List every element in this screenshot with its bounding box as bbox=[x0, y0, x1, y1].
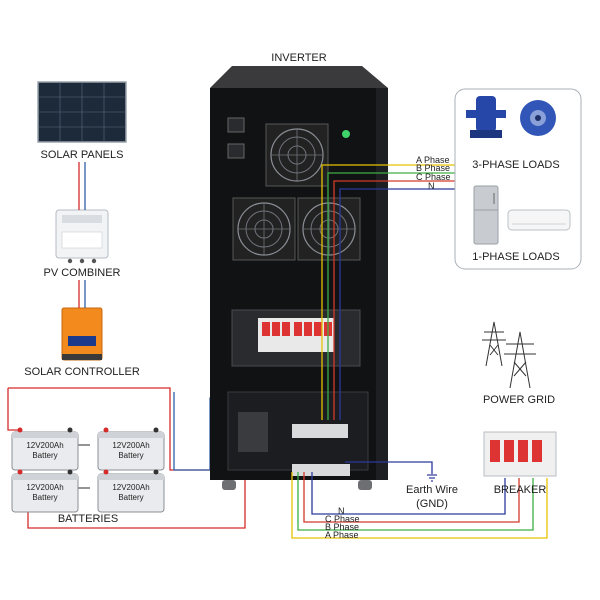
inverter-cabinet bbox=[210, 66, 388, 490]
pump-icon bbox=[466, 96, 506, 138]
battery-2 bbox=[97, 427, 165, 471]
battery-3 bbox=[11, 469, 79, 513]
battery-bank bbox=[11, 427, 165, 513]
in-c-phase-label: C Phase bbox=[325, 514, 360, 524]
grid-breaker-image bbox=[483, 431, 557, 477]
ac-input-wires bbox=[291, 461, 548, 539]
breaker-panel bbox=[231, 309, 361, 367]
in-b-phase-label: B Phase bbox=[325, 522, 360, 532]
one-phase-loads-label: 1-PHASE LOADS bbox=[472, 251, 560, 263]
battery-4 bbox=[97, 469, 165, 513]
out-a-phase-label: A Phase bbox=[416, 155, 450, 165]
power-grid-label: POWER GRID bbox=[482, 394, 556, 406]
ac-output-wires bbox=[321, 160, 456, 420]
refrigerator-icon bbox=[473, 185, 499, 245]
fan-icon bbox=[265, 123, 329, 187]
in-n-label: N bbox=[338, 506, 345, 516]
breaker-label: BREAKER bbox=[493, 484, 547, 496]
gnd-label: (GND) bbox=[416, 498, 448, 510]
out-n-label: N bbox=[428, 181, 435, 191]
earth-wire-label: Earth Wire bbox=[406, 484, 458, 496]
in-a-phase-label: A Phase bbox=[325, 530, 359, 540]
solar-panel-image bbox=[37, 81, 127, 143]
inverter-label: INVERTER bbox=[271, 52, 327, 64]
power-led-icon bbox=[342, 130, 350, 138]
pv-combiner-image bbox=[55, 209, 109, 264]
power-tower-icon bbox=[482, 321, 536, 389]
out-c-phase-label: C Phase bbox=[416, 172, 451, 182]
loads-panel bbox=[454, 88, 582, 270]
solar-controller-label: SOLAR CONTROLLER bbox=[24, 366, 140, 378]
battery-1 bbox=[11, 427, 79, 471]
motor-icon bbox=[520, 100, 556, 136]
out-b-phase-label: B Phase bbox=[416, 163, 451, 173]
three-phase-loads-label: 3-PHASE LOADS bbox=[472, 159, 560, 171]
batteries-label: BATTERIES bbox=[57, 513, 119, 525]
air-conditioner-icon bbox=[507, 209, 571, 231]
solar-panels-label: SOLAR PANELS bbox=[40, 149, 124, 161]
ground-icon bbox=[427, 474, 437, 482]
fan-icon bbox=[232, 197, 296, 261]
solar-controller-image bbox=[61, 307, 103, 361]
pv-combiner-label: PV COMBINER bbox=[43, 267, 121, 279]
fan-icon bbox=[297, 197, 361, 261]
